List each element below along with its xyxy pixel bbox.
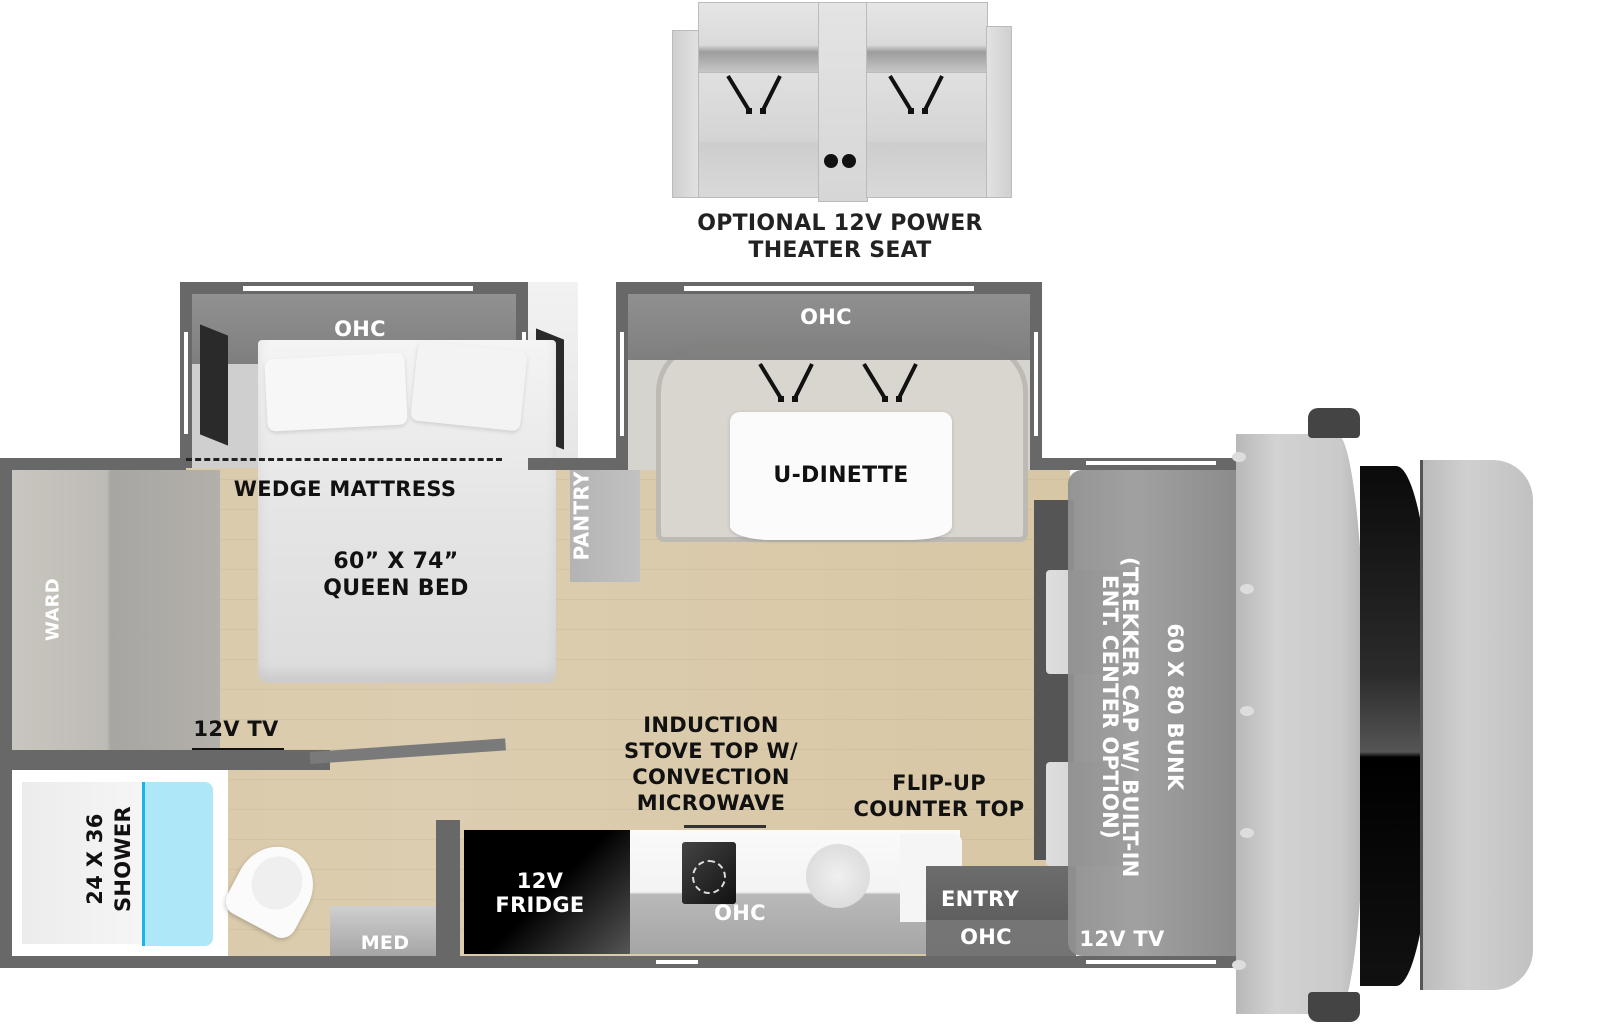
seatbelt-icon	[758, 362, 814, 402]
marker-light	[1232, 452, 1246, 462]
stove-label-2: STOVE TOP W/	[624, 739, 798, 763]
bed-size-label: 60” X 74”	[333, 549, 459, 574]
pillow-right	[410, 340, 528, 432]
entry-ohc	[926, 920, 1076, 956]
dinette-side-window-left	[620, 332, 624, 436]
seat-armrest-right	[986, 26, 1012, 198]
bunk-option-label-1: (TREKKER CAP W/ BUILT-IN	[1118, 557, 1143, 878]
marker-light	[1232, 960, 1246, 970]
cab-over-bunk	[1068, 470, 1238, 956]
cab-tv-label: 12V TV	[1079, 927, 1165, 951]
sink-icon	[806, 844, 870, 908]
kitchen-wall	[436, 820, 460, 960]
curb-side-wall	[0, 956, 1240, 968]
marker-light	[1240, 584, 1254, 594]
marker-light	[1240, 828, 1254, 838]
rear-tv-label: 12V TV	[193, 717, 279, 741]
dinette-ohc-label: OHC	[800, 305, 852, 329]
theater-seat-label-2: THEATER SEAT	[748, 238, 932, 263]
wardrobe	[10, 470, 220, 752]
counter-label-1: FLIP-UP	[892, 771, 986, 795]
mirror-right	[1308, 992, 1360, 1022]
induction-burner	[692, 860, 726, 894]
dinette-side-window-right	[1034, 332, 1038, 436]
dinette-ohc-cabinet	[628, 294, 1030, 360]
seat-back-right	[866, 2, 988, 74]
shower-pan	[22, 782, 150, 944]
bed-type-label: QUEEN BED	[323, 576, 469, 601]
seatbelt-icon	[862, 362, 918, 402]
bedroom-nightstand-left	[200, 324, 228, 446]
stove-label-3: CONVECTION	[632, 765, 790, 789]
shower-label: SHOWER	[110, 806, 135, 913]
shower-size-label: 24 X 36	[82, 813, 107, 905]
kitchen-ohc-label: OHC	[714, 901, 766, 925]
bunk-option-label-2: ENT. CENTER OPTION)	[1098, 575, 1123, 839]
seat-cushion-left	[698, 72, 820, 198]
seatbelt-icon	[888, 74, 944, 114]
fridge-label-1: 12V	[516, 869, 564, 893]
bunk-size-label: 60 X 80 BUNK	[1163, 623, 1188, 791]
seat-cushion-right	[866, 72, 988, 198]
dinette-table	[730, 412, 952, 540]
dinette-window	[684, 286, 974, 291]
seat-armrest-left	[672, 30, 700, 198]
road-window-front	[1086, 461, 1216, 465]
marker-light	[1240, 706, 1254, 716]
counter-label-2: COUNTER TOP	[853, 797, 1025, 821]
stove-label-4: MICROWAVE	[636, 791, 786, 815]
entry-label: ENTRY	[941, 887, 1019, 911]
bedroom-ohc-label: OHC	[334, 317, 386, 341]
curb-window-front	[1086, 960, 1216, 964]
fridge-label-2: FRIDGE	[495, 893, 585, 917]
bath-wall	[0, 750, 330, 770]
pantry-label: PANTRY	[569, 471, 594, 561]
cupholder-icon	[824, 154, 838, 168]
theater-seat-label-1: OPTIONAL 12V POWER	[697, 211, 983, 236]
cab-hood	[1236, 434, 1366, 1014]
stove-label-line	[684, 825, 766, 828]
bedroom-side-window	[184, 332, 188, 434]
pantry	[570, 470, 640, 582]
fridge	[464, 830, 630, 954]
dinette-label: U-DINETTE	[773, 463, 909, 488]
theater-seat-option	[672, 2, 1012, 202]
wedge-mattress-line	[186, 458, 502, 461]
mirror-left	[1308, 408, 1360, 438]
seat-console	[818, 2, 868, 202]
cupholder-icon	[842, 154, 856, 168]
rear-wall	[0, 458, 12, 968]
wedge-mattress-label: WEDGE MATTRESS	[233, 477, 457, 501]
stove-label-1: INDUCTION	[643, 713, 779, 737]
road-side-wall-rear	[0, 458, 186, 470]
road-side-wall-mid	[528, 458, 628, 470]
med-label: MED	[360, 932, 410, 954]
shower-glass	[142, 782, 213, 946]
entry-ohc-label: OHC	[960, 925, 1012, 949]
seat-back-left	[698, 2, 820, 74]
curb-window	[656, 960, 698, 964]
cab-front	[1420, 460, 1533, 990]
seatbelt-icon	[726, 74, 782, 114]
wardrobe-label: WARD	[42, 577, 64, 641]
med-cabinet	[330, 906, 440, 956]
pillow-left	[264, 352, 408, 432]
bedroom-window	[243, 286, 473, 291]
